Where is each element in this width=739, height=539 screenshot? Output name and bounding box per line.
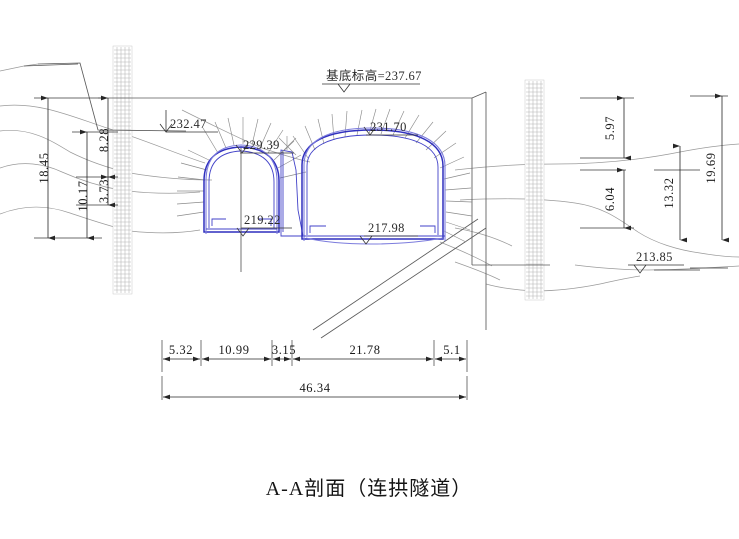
dim-text-3-73: 3.73 (97, 179, 111, 203)
horizontal-dimension-chain: 5.32 10.99 3.15 21.78 5.1 46.34 (161, 340, 468, 400)
borehole-column-right (524, 79, 545, 301)
dim-text-10-17: 10.17 (76, 180, 90, 211)
elevation-markers: 232.47 229.39 231.70 219.22 217.98 (159, 110, 684, 274)
dim-text-8-28: 8.28 (97, 128, 111, 152)
elevation-marker-ground-left: 232.47 (159, 110, 218, 133)
elevation-text-231-70: 231.70 (370, 120, 407, 134)
elevation-marker-left-crown: 229.39 (235, 138, 294, 154)
elevation-text-213-85: 213.85 (636, 250, 673, 264)
elevation-text-217-98: 217.98 (368, 221, 405, 235)
dim-text-5-32: 5.32 (169, 343, 193, 357)
dim-text-18-45: 18.45 (37, 152, 51, 183)
dim-text-5-97: 5.97 (603, 116, 617, 140)
base-elevation-annotation: 基底标高=237.67 (322, 68, 422, 93)
base-elevation-text: 基底标高=237.67 (326, 68, 422, 83)
center-pillar (278, 136, 304, 237)
dim-text-13-32: 13.32 (662, 177, 676, 208)
vertical-dimensions-left: 18.45 10.17 8.28 3.73 (34, 95, 118, 241)
borehole-column-left (112, 45, 133, 295)
dim-text-19-69: 19.69 (704, 152, 718, 183)
vertical-dimensions-right: 5.97 6.04 13.32 19.69 (580, 93, 729, 271)
dim-text-6-04: 6.04 (603, 187, 617, 211)
elevation-marker-left-invert: 219.22 (236, 213, 292, 237)
dim-text-5-1: 5.1 (443, 343, 460, 357)
fault-diagonal-lines (312, 218, 487, 339)
excavation-outline (23, 62, 550, 330)
elevation-text-229-39: 229.39 (243, 138, 280, 152)
elevation-marker-right-invert: 217.98 (359, 221, 418, 245)
dim-text-10-99: 10.99 (218, 343, 249, 357)
elevation-marker-ground-right: 213.85 (628, 250, 684, 274)
rock-bolts-right-tunnel (292, 108, 473, 243)
dim-text-46-34: 46.34 (299, 381, 330, 395)
dim-text-21-78: 21.78 (349, 343, 380, 357)
elevation-text-232-47: 232.47 (170, 117, 207, 131)
elevation-marker-right-crown: 231.70 (363, 120, 418, 136)
elevation-text-219-22: 219.22 (244, 213, 281, 227)
dim-text-3-15: 3.15 (272, 343, 296, 357)
drawing-title: A-A剖面（连拱隧道） (266, 477, 473, 500)
